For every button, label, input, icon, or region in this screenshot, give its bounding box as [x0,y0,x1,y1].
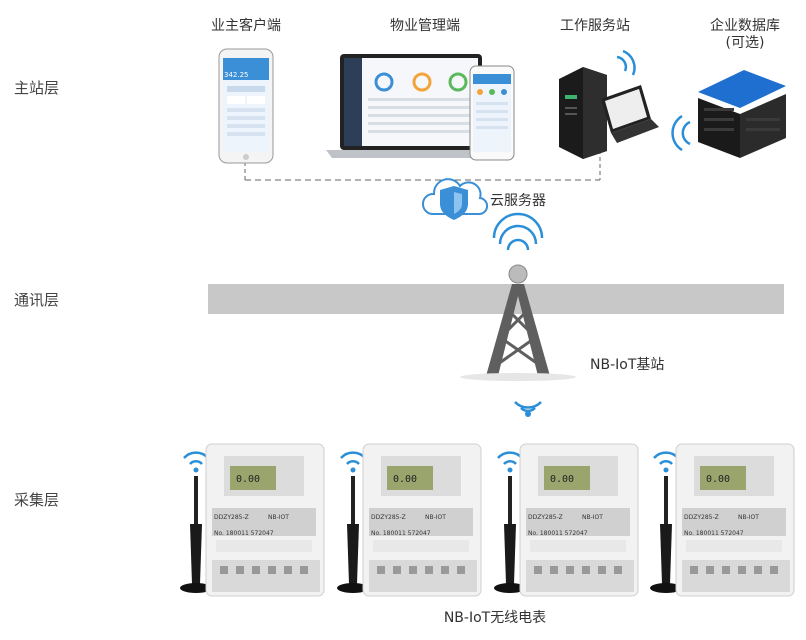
meter-2-brand: NB-IOT [425,514,446,521]
property-client-label: 物业管理端 [390,18,460,34]
workstation-icon [559,49,659,159]
meter-4-model: DDZY285-Z [684,514,719,521]
meter-unit-2 [333,443,483,604]
database-label-line1: 企业数据库 [710,18,780,34]
meter-device-icon [337,443,482,597]
meter-3-brand: NB-IOT [582,514,603,521]
base-station-label: NB-IoT基站 [590,357,665,373]
laptop-icon [326,54,515,161]
meter-unit-3 [490,443,640,604]
workstation-label: 工作服务站 [560,18,630,34]
communication-band [208,284,784,314]
meter-3-serial: No. 180011 572047 [528,530,588,537]
meter-2-serial: No. 180011 572047 [371,530,431,537]
meter-device-icon [180,443,325,597]
cloud-server-icon [422,178,489,220]
meter-device-icon [494,443,639,597]
meter-2-model: DDZY285-Z [371,514,406,521]
layer-label-comm: 通讯层 [14,291,60,309]
meter-4-serial: No. 180011 572047 [684,530,744,537]
meter-label: NB-IoT无线电表 [443,610,547,626]
phone-reading: 342.25 [224,71,249,79]
phone-icon [218,48,274,164]
meter-1-brand: NB-IOT [268,514,289,521]
database-icon [671,70,786,158]
meter-1-serial: No. 180011 572047 [214,530,274,537]
wifi-icon [514,401,542,417]
database-label: 企业数据库 (可选) [690,18,800,52]
layer-label-master: 主站层 [14,79,60,97]
meter-unit-4 [646,443,796,604]
meter-3-model: DDZY285-Z [528,514,563,521]
meter-device-icon [650,443,795,597]
layer-label-collect: 采集层 [14,491,60,509]
meter-1-display: 0.00 [236,474,261,485]
base-station-tower-icon [460,212,576,381]
meter-unit-1 [176,443,326,604]
owner-client-label: 业主客户端 [211,18,281,34]
meter-3-display: 0.00 [550,474,575,485]
database-label-line2: (可选) [725,35,765,51]
meter-4-display: 0.00 [706,474,731,485]
cloud-label: 云服务器 [490,193,546,209]
meter-4-brand: NB-IOT [738,514,759,521]
meter-2-display: 0.00 [393,474,418,485]
meter-1-model: DDZY285-Z [214,514,249,521]
